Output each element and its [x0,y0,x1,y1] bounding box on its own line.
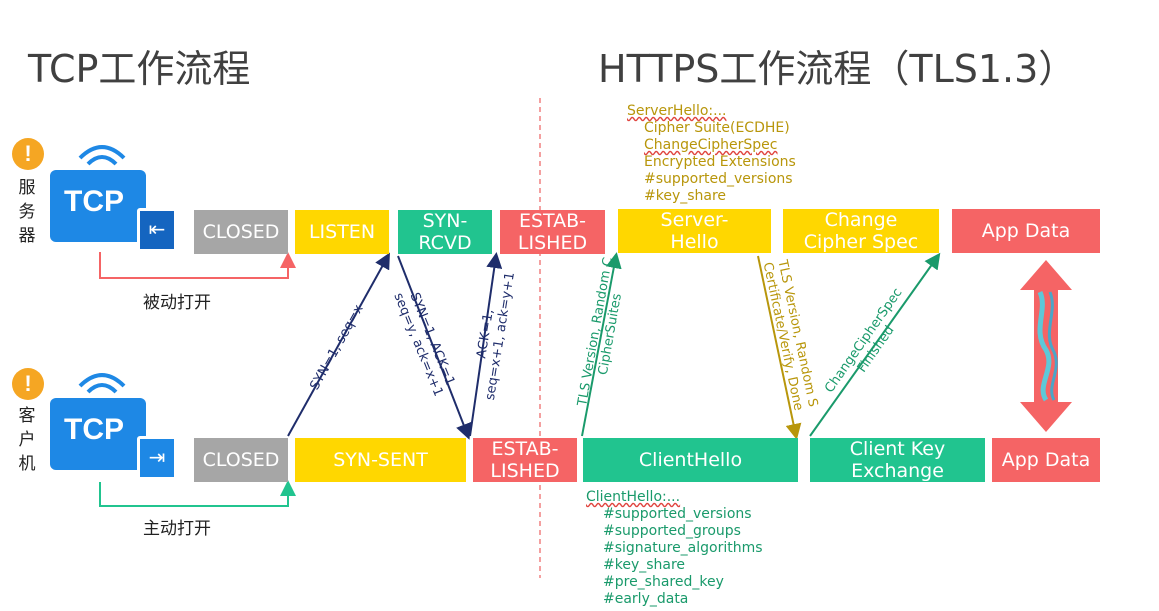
client-role-label: 客户机 [18,406,36,474]
wifi-icon [78,373,126,394]
wifi-icon [78,145,126,166]
client-state-closed: CLOSED [194,438,288,482]
server-hello-arrow [757,255,802,440]
server-monitor-icon: TCP [50,170,146,242]
note-line: #early_data [603,591,689,607]
note-line: ClientHello:... [586,489,681,505]
warning-icon: ! [12,368,44,400]
note-line: #key_share [644,188,727,204]
client-app-data-box: App Data [992,438,1100,482]
data-stream-wave [1037,290,1052,402]
change-cipher-arrow [809,252,941,437]
server-role-label: 服务器 [18,178,36,246]
server-icon-text: TCP [64,185,124,218]
client-hello-arrow [581,252,622,437]
client-monitor-icon: TCP [50,398,146,470]
server-state-closed: CLOSED [194,210,288,254]
note-line: #supported_versions [644,171,793,187]
note-line: Encrypted Extensions [644,154,796,170]
client-state-established: ESTAB-LISHED [473,438,577,482]
document-arrow-icon: ⇥ [137,436,177,480]
client-icon-text: TCP [64,413,124,446]
data-stream-wave-2 [1047,291,1058,401]
note-line: #key_share [603,557,686,573]
server-app-data-box: App Data [952,209,1100,253]
change-cipher-spec-box: Change Cipher Spec [783,209,939,253]
server-hello-note: ServerHello:... Cipher Suite(ECDHE) Chan… [627,103,796,205]
client-key-exchange-box: Client Key Exchange [810,438,985,482]
passive-open-connector [99,252,296,279]
server-state-syn-rcvd: SYN-RCVD [398,210,492,254]
active-open-label: 主动打开 [143,519,211,539]
active-open-connector [99,480,296,507]
tcp-title: TCP工作流程 [28,47,251,91]
passive-open-label: 被动打开 [143,293,211,313]
note-line: #supported_groups [603,523,741,539]
warning-icon: ! [12,138,44,170]
client-hello-box: ClientHello [583,438,798,482]
client-state-syn-sent: SYN-SENT [295,438,466,482]
note-line: ChangeCipherSpec [644,137,778,153]
syn-arrow [287,252,390,437]
syn-ack-arrow [397,255,472,440]
document-arrow-icon: ⇤ [137,208,177,252]
ack-arrow [469,252,503,437]
https-title: HTTPS工作流程（TLS1.3） [598,47,1077,91]
note-line: Cipher Suite(ECDHE) [644,120,790,136]
server-hello-box: Server-Hello [618,209,771,253]
server-state-established: ESTAB-LISHED [500,210,605,254]
note-line: #supported_versions [603,506,752,522]
server-state-listen: LISTEN [295,210,389,254]
note-line: #pre_shared_key [603,574,724,590]
client-hello-note: ClientHello:... #supported_versions #sup… [586,489,763,608]
note-line: #signature_algorithms [603,540,763,556]
note-line: ServerHello:... [627,103,727,119]
